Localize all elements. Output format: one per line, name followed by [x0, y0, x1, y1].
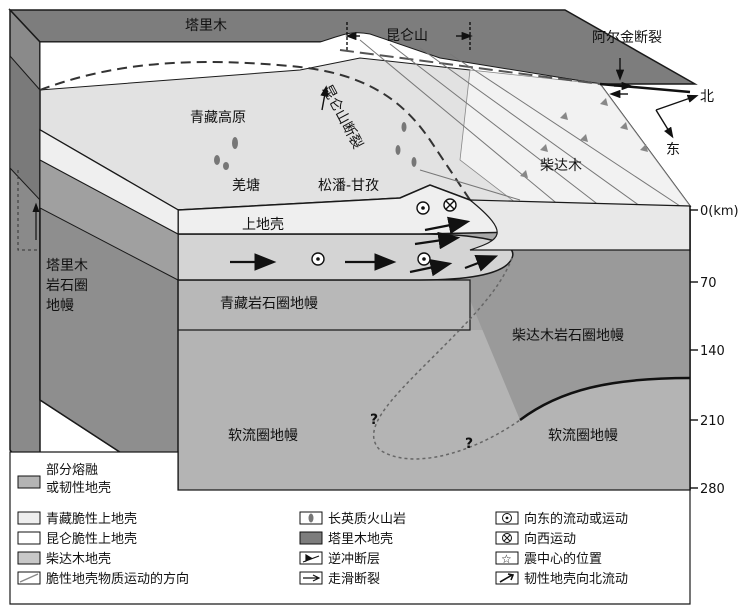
eastward-flow-symbols: [311, 201, 431, 266]
legend-swatch-ductile: [17, 475, 41, 489]
legend: 部分熔融 或韧性地壳 青藏脆性上地壳 昆仑脆性上地壳 柴达木地壳 脆性地壳物质运…: [9, 451, 691, 605]
kunlun-fault-arrow: [320, 85, 329, 111]
legend-swatch-epicenter: [495, 551, 519, 565]
depth-axis: [689, 206, 698, 490]
legend-swatch-qaidam: [17, 551, 41, 565]
qaidam-surface: [459, 69, 691, 207]
compass: [655, 94, 699, 139]
label-qaidam: 柴达木: [540, 158, 582, 174]
legend-qaidam: 柴达木地壳: [46, 552, 111, 567]
felsic-volcanics: [214, 122, 417, 170]
legend-swatch-tarim: [299, 531, 323, 545]
kunlun-range-arrows: [345, 22, 473, 50]
qaidam-crust: [468, 199, 691, 251]
legend-kunlun: 昆仑脆性上地壳: [46, 531, 137, 547]
tarim-left-crust: [39, 129, 179, 235]
tarim-dashed-box: [17, 170, 40, 251]
legend-swatch-tibet-upper: [17, 511, 41, 525]
label-tarim-mantle-2: 岩石圈: [46, 278, 88, 294]
kunlun-fault-trace: [39, 60, 471, 201]
legend-tibet-upper: 青藏脆性上地壳: [46, 511, 137, 527]
depth-tick-70: 70: [700, 276, 717, 291]
star-icon: ☆: [501, 552, 512, 566]
westward-motion-symbol: [443, 198, 457, 212]
legend-volcanic: 长英质火山岩: [328, 512, 406, 527]
question-mark-2: ?: [465, 436, 473, 452]
label-qaidam-mantle: 柴达木岩石圈地幔: [512, 328, 624, 344]
thrust-faults: [359, 39, 681, 207]
depth-tick-140: 140: [700, 344, 725, 359]
legend-west: 向西运动: [524, 531, 576, 547]
qaidam-mantle-block: [470, 250, 690, 420]
thrust-teeth: [520, 98, 648, 178]
label-songpan-ganzi: 松潘-甘孜: [318, 178, 379, 194]
legend-epicenter: 震中心的位置: [524, 551, 602, 567]
label-tibet-mantle: 青藏岩石圈地幔: [220, 296, 318, 312]
label-altyn-fault: 阿尔金断裂: [592, 30, 662, 46]
label-qiangtang: 羌塘: [232, 178, 260, 194]
legend-ductile-line2: 或韧性地壳: [46, 481, 111, 496]
legend-brittle-dir: 脆性地壳物质运动的方向: [46, 571, 189, 587]
label-asthenosphere-left: 软流圈地幔: [228, 428, 298, 444]
strike-slip-symbol: [609, 81, 633, 99]
label-tibet-plateau: 青藏高原: [190, 109, 246, 126]
legend-strike-slip: 走滑断裂: [328, 572, 380, 587]
altyn-fault-line: [599, 82, 691, 94]
label-tarim-top: 塔里木: [185, 18, 227, 34]
label-asthenosphere-right: 软流圈地幔: [548, 428, 618, 444]
legend-tarim: 塔里木地壳: [328, 532, 393, 547]
legend-ductile-north: 韧性地壳向北流动: [524, 571, 628, 587]
label-east: 东: [666, 142, 680, 158]
lithosphere-base-right: [519, 376, 691, 422]
legend-east: 向东的流动或运动: [524, 511, 628, 527]
ductile-crust: [177, 233, 514, 281]
label-kunlun-mountains: 昆仑山: [386, 28, 428, 44]
label-tarim-mantle-3: 地幔: [46, 298, 74, 314]
legend-swatch-kunlun: [17, 531, 41, 545]
flow-arrows: [230, 216, 499, 277]
legend-thrust: 逆冲断层: [328, 551, 380, 567]
subduction-trace: [373, 257, 521, 460]
label-upper-crust: 上地壳: [242, 216, 284, 233]
depth-tick-210: 210: [700, 414, 725, 429]
label-north: 北: [700, 89, 714, 105]
label-tarim-mantle-1: 塔里木: [46, 258, 88, 274]
legend-ductile-line1: 部分熔融: [46, 463, 98, 478]
depth-tick-280: 280: [700, 482, 725, 497]
depth-label-0: 0(km): [700, 204, 739, 219]
question-mark-1: ?: [370, 412, 378, 428]
